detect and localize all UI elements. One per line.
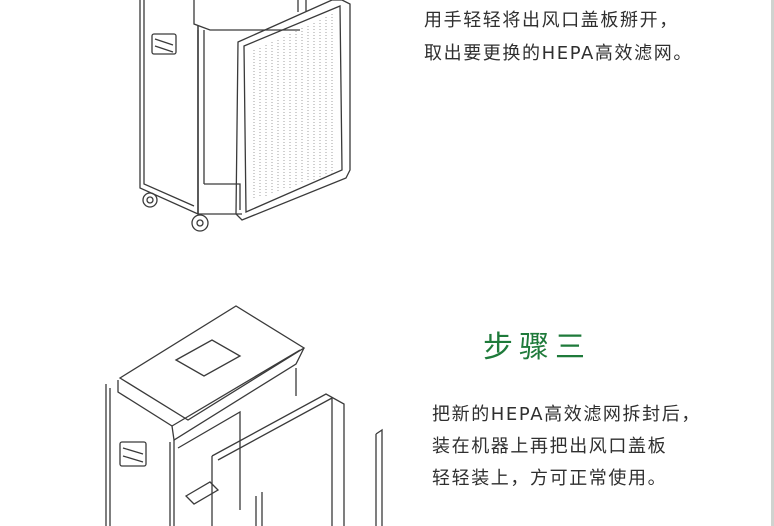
page-edge-divider — [771, 0, 774, 526]
purifier-install-panel-illustration — [100, 300, 400, 526]
step2-line-2: 取出要更换的HEPA高效滤网。 — [424, 43, 693, 64]
step2-line-1: 用手轻轻将出风口盖板掰开， — [424, 10, 679, 31]
step3-line-3: 轻轻装上，方可正常使用。 — [432, 468, 668, 489]
purifier-open-panel-illustration — [120, 0, 380, 240]
step3-line-1: 把新的HEPA高效滤网拆封后， — [432, 404, 701, 425]
step3-line-2: 装在机器上再把出风口盖板 — [432, 436, 668, 457]
step3-title: 步骤三 — [483, 330, 591, 365]
